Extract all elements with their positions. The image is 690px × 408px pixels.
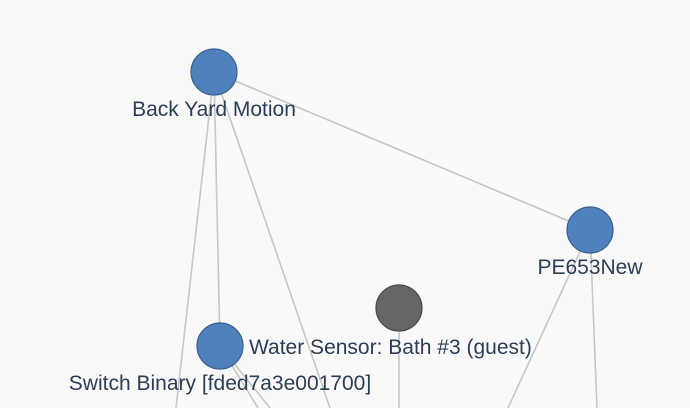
node-circle[interactable] <box>190 48 238 96</box>
edge-backyard-offscreen-1 <box>175 71 215 408</box>
edge-pe653-offscreen-2 <box>589 229 598 408</box>
node-label: Switch Binary [fded7a3e001700] <box>69 372 371 395</box>
node-switch-binary[interactable]: Switch Binary [fded7a3e001700] <box>69 372 371 395</box>
node-label: Back Yard Motion <box>132 98 296 121</box>
node-circle[interactable] <box>196 322 244 370</box>
edge-backyard-offscreen-2 <box>213 71 331 408</box>
edge-backyard-pe653 <box>213 71 591 231</box>
edge-backyard-water-sensor <box>213 71 221 347</box>
node-back-yard-motion[interactable]: Back Yard Motion <box>132 48 296 121</box>
edge-pe653-offscreen-1 <box>507 229 591 408</box>
node-pe653new[interactable]: PE653New <box>537 206 643 279</box>
node-label: PE653New <box>537 256 643 279</box>
node-inactive[interactable] <box>375 284 423 332</box>
node-water-sensor[interactable]: Water Sensor: Bath #3 (guest) <box>196 322 532 370</box>
node-circle[interactable] <box>375 284 423 332</box>
node-label: Water Sensor: Bath #3 (guest) <box>249 336 532 359</box>
node-circle[interactable] <box>566 206 614 254</box>
edges <box>175 71 598 408</box>
